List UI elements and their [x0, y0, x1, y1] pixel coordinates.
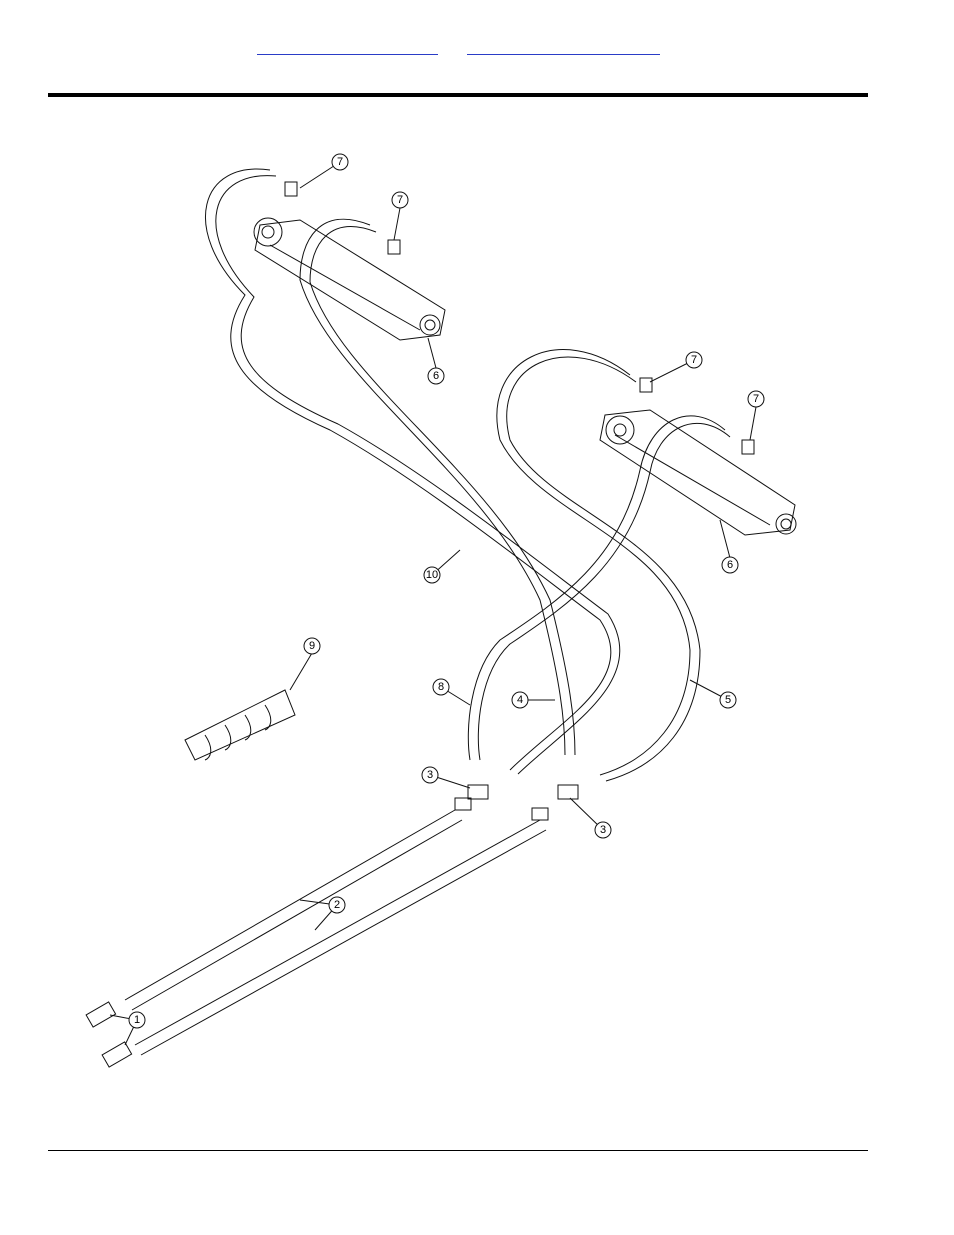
svg-text:6: 6	[433, 370, 439, 382]
svg-text:1: 1	[134, 1014, 140, 1026]
svg-text:7: 7	[691, 354, 697, 366]
elbow-fitting	[640, 378, 652, 392]
footer-rule	[48, 1150, 868, 1151]
svg-text:2: 2	[334, 899, 340, 911]
tee-fitting	[558, 785, 578, 799]
svg-text:6: 6	[727, 559, 733, 571]
elbow-fitting	[742, 440, 754, 454]
elbow-fitting	[285, 182, 297, 196]
cylinder-right	[600, 410, 796, 535]
svg-text:7: 7	[337, 156, 343, 168]
hose-4	[300, 219, 565, 755]
header-link-2[interactable]	[467, 44, 660, 55]
elbow-fitting	[388, 240, 400, 254]
svg-text:3: 3	[427, 769, 433, 781]
svg-text:7: 7	[397, 194, 403, 206]
tee-fitting	[468, 785, 488, 799]
spiral-wrap	[185, 690, 295, 760]
svg-text:10: 10	[426, 569, 438, 581]
svg-text:7: 7	[753, 393, 759, 405]
header-rule	[48, 93, 868, 97]
svg-text:9: 9	[309, 640, 315, 652]
hydraulic-hose-exploded-diagram: 7 7 6 7 7 6 10 9 8 4 5 3 3 2 1	[78, 140, 818, 1075]
hose-2	[125, 810, 455, 1000]
cylinder-upper	[254, 218, 445, 340]
svg-text:4: 4	[517, 694, 523, 706]
coupler	[86, 1002, 116, 1027]
svg-text:8: 8	[438, 681, 444, 693]
hose-5	[497, 350, 690, 775]
svg-text:5: 5	[725, 694, 731, 706]
hose-10	[205, 169, 610, 770]
header-link-1[interactable]	[257, 44, 438, 55]
hose-8	[468, 416, 725, 760]
coupler	[102, 1042, 132, 1067]
svg-text:3: 3	[600, 824, 606, 836]
